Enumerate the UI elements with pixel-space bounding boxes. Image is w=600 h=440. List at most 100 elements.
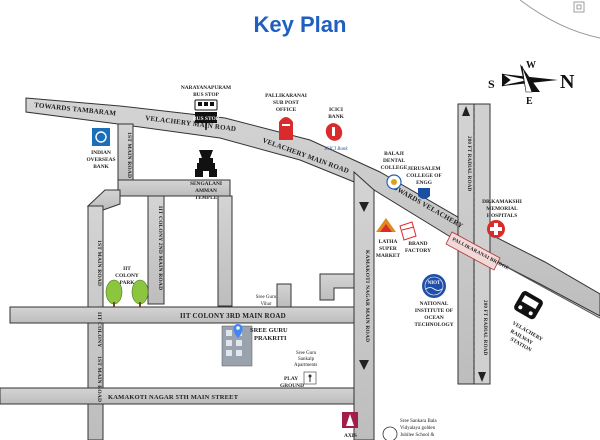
hospital-label-2: MEMORIAL: [486, 206, 518, 212]
temple-label-1: SENGALANI: [190, 181, 222, 187]
temple-label-3: TEMPLE: [195, 195, 218, 201]
compass-n: N: [560, 71, 575, 93]
landmark-axis: AXIS: [342, 412, 358, 439]
park-label-3: PARK: [120, 280, 136, 286]
hospital-label-3: HOSPITALS: [487, 213, 517, 219]
landmark-sankalp: Sree Guru Sankalp Apartments: [294, 351, 317, 368]
park-label-2: COLONY: [115, 273, 139, 279]
icici-logo-text: ICICI Bank: [323, 147, 348, 152]
corner-decoration: [519, 0, 600, 39]
brand-factory-label-2: FACTORY: [405, 248, 431, 254]
niot-label-4: TECHNOLOGY: [414, 322, 453, 328]
latha-label-1: LATHA: [379, 239, 398, 245]
landmark-park: IIT COLONY PARK: [105, 266, 149, 307]
jerusalem-label-1: JERUSALEM: [407, 166, 440, 172]
post-office-label-3: OFFICE: [276, 107, 297, 113]
niot-label-3: OCEAN: [424, 315, 444, 321]
icici-label-2: BANK: [328, 114, 344, 120]
icici-label-1: ICICI: [329, 107, 343, 113]
road-label-iit-colony: IIT COLONY: [96, 312, 102, 347]
bus-stop-sign-text: BUS STOP: [193, 116, 220, 122]
jerusalem-logo-icon: [418, 188, 430, 199]
niot-label-2: INSTITUTE OF: [415, 308, 454, 314]
arrow-down-icon: [359, 360, 369, 370]
jerusalem-label-2: COLLEGE OF: [406, 173, 442, 179]
road-label-iit-2nd-main: IIT COLONY 2ND MAIN ROAD: [157, 206, 163, 290]
brand-factory-label-1: BRAND: [408, 241, 427, 247]
landmark-prakriti: SREE GURU PRAKRITI: [221, 324, 288, 367]
latha-label-3: MARKET: [376, 253, 401, 259]
axis-label: AXIS: [344, 433, 357, 439]
road-temple-vertical: [217, 195, 233, 307]
tree-icon: [131, 279, 149, 305]
landmark-balaji-dental: BALAJI DENTAL COLLEGE: [381, 151, 408, 190]
landmark-temple: SENGALANI AMMAN TEMPLE: [190, 150, 222, 201]
road-label-1st-main-bottom: 1ST MAIN ROAD: [96, 356, 102, 402]
post-box-icon: [279, 117, 293, 140]
landmark-latha: LATHA SUPER MARKET: [376, 218, 401, 259]
railway-line: [489, 257, 600, 319]
hospital-label-1: DR.KAMAKSHI: [482, 199, 522, 205]
school-label-1: Sree Sankara Bala: [400, 419, 437, 424]
balaji-label-1: BALAJI: [384, 151, 404, 157]
prakriti-label-2: PRAKRITI: [254, 335, 287, 342]
road-kamakoti-5th: [0, 387, 355, 405]
landmark-icici: ICICI BANK ICICI Bank: [323, 107, 348, 152]
play-ground-label-2: GROUND: [280, 383, 304, 389]
bus-stop-sign: [195, 112, 217, 123]
road-label-radial-2: 200 FT RADIAL ROAD: [482, 300, 487, 356]
landmark-bus-stop: NARAYANAPURAM BUS STOP BUS STOP: [181, 85, 231, 130]
road-label-1st-main-left: 1ST MAIN ROAD: [96, 240, 102, 286]
brand-factory-logo-icon: [399, 221, 417, 241]
school-logo-icon: [382, 426, 398, 440]
iob-logo-icon: [92, 128, 110, 146]
page-title: Key Plan: [253, 12, 347, 37]
sankalp-label-1: Sree Guru: [296, 351, 317, 356]
play-ground-label-1: PLAY: [284, 376, 298, 382]
landmark-brand-factory: BRAND FACTORY: [399, 221, 431, 254]
school-label-2: Vidyalaya golden: [400, 426, 436, 431]
compass-rose: N S W E: [488, 60, 575, 107]
road-iit-colony-2nd-main: [147, 195, 165, 305]
road-label-radial-1: 200 FT RADIAL ROAD: [466, 136, 471, 192]
school-label-3: Jubilee School &: [400, 433, 435, 438]
landmark-railway-station: VELACHERY RAILWAY STATION: [509, 291, 544, 354]
location-pin-icon: [233, 324, 243, 338]
latha-label-2: SUPER: [379, 246, 397, 252]
landmark-school: Sree Sankara Bala Vidyalaya golden Jubil…: [382, 419, 437, 440]
road-left-top-curve: [86, 189, 121, 211]
arrow-down-icon: [359, 202, 369, 212]
road-label-1st-main-top: 1ST MAIN ROAD: [126, 132, 132, 178]
compass-s: S: [488, 77, 495, 91]
sankalp-label-2: Sankalp: [298, 357, 315, 362]
arrow-up-icon: [462, 106, 470, 116]
post-office-label-1: PALLIKARANAI: [265, 93, 307, 99]
niot-logo-icon: [422, 274, 446, 298]
landmark-post-office: PALLIKARANAI SUB POST OFFICE: [265, 93, 307, 140]
landmark-hospital: DR.KAMAKSHI MEMORIAL HOSPITALS: [482, 199, 522, 238]
temple-icon: [199, 150, 213, 158]
tree-icon: [105, 279, 123, 305]
road-label-kamakoti-5th: KAMAKOTI NAGAR 5TH MAIN STREET: [108, 394, 239, 401]
vihar-label-1: Sree Guru: [256, 295, 277, 300]
vihar-label-2: Vihar: [260, 302, 271, 307]
balaji-label-2: DENTAL: [383, 158, 405, 164]
temple-label-2: AMMAN: [195, 188, 217, 194]
iob-label-3: BANK: [93, 164, 109, 170]
iob-label-1: INDIAN: [91, 150, 111, 156]
bus-stop-label-1: NARAYANAPURAM: [181, 85, 231, 91]
road-label-kamakoti-main: KAMAKOTI NAGAR MAIN ROAD: [364, 250, 370, 342]
sankalp-label-3: Apartments: [294, 363, 317, 368]
niot-logo-text: NIOT: [428, 281, 441, 286]
niot-label-1: NATIONAL: [420, 301, 449, 307]
iob-label-2: OVERSEAS: [86, 157, 115, 163]
landmark-jerusalem: JERUSALEM COLLEGE OF ENGG: [406, 166, 442, 199]
frame-icon: [573, 1, 585, 13]
landmark-vihar: Sree Guru Vihar: [256, 295, 277, 307]
road-network: [0, 97, 600, 440]
landmark-niot: NIOT NATIONAL INSTITUTE OF OCEAN TECHNOL…: [414, 274, 454, 328]
prakriti-label-1: SREE GURU: [250, 327, 288, 334]
road-vihar-stub: [276, 283, 292, 308]
jerusalem-label-3: ENGG: [416, 180, 433, 186]
